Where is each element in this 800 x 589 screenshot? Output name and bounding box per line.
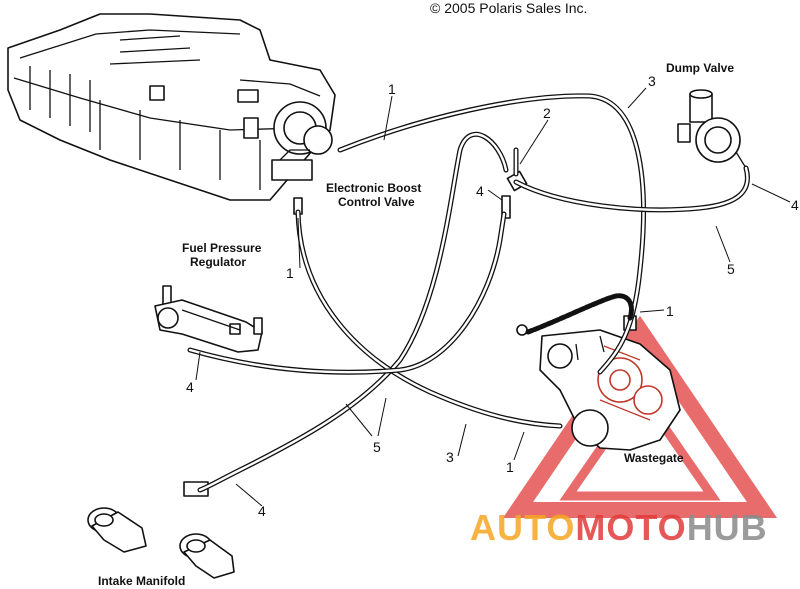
engine-airbox: [7, 13, 336, 201]
label-intake-manifold: Intake Manifold: [98, 574, 185, 588]
watermark-logo: AUTOMOTOHUB: [470, 507, 768, 548]
label-ebcv-line1: Electronic Boost: [326, 181, 421, 195]
callout-3-top: 3: [648, 73, 656, 89]
vacuum-hoses: [187, 93, 750, 493]
callout-4-bottom: 4: [258, 503, 266, 519]
callout-5-bottom: 5: [373, 439, 381, 455]
callout-4-right: 4: [791, 197, 799, 213]
copyright-text: © 2005 Polaris Sales Inc.: [430, 0, 587, 16]
callout-2: 2: [543, 105, 551, 121]
watermark-auto: AUTO: [470, 507, 575, 548]
dump-valve: [677, 89, 747, 169]
svg-text:AUTOMOTOHUB: AUTOMOTOHUB: [470, 507, 768, 548]
callout-1-top: 1: [388, 81, 396, 97]
callout-5-right: 5: [727, 261, 735, 277]
label-ebcv-line2: Control Valve: [338, 195, 415, 209]
label-fpr-line2: Regulator: [190, 255, 246, 269]
label-dump-valve: Dump Valve: [666, 61, 734, 75]
callout-1-bottom: 1: [506, 459, 514, 475]
intake-manifold: [87, 507, 235, 579]
watermark-moto: MOTO: [575, 507, 686, 548]
fuel-pressure-regulator: [154, 285, 263, 353]
label-wastegate: Wastegate: [624, 451, 684, 465]
leader-lines: [195, 87, 791, 507]
callout-1-wastegate: 1: [666, 303, 674, 319]
label-fpr-line1: Fuel Pressure: [182, 241, 262, 255]
callout-4-left: 4: [186, 379, 194, 395]
callout-4-mid: 4: [476, 183, 484, 199]
wastegate-actuator: [516, 315, 681, 451]
callout-1-left: 1: [286, 265, 294, 281]
callout-3-bottom: 3: [446, 449, 454, 465]
watermark-hub: HUB: [687, 507, 768, 548]
throttle-body: [243, 101, 333, 181]
